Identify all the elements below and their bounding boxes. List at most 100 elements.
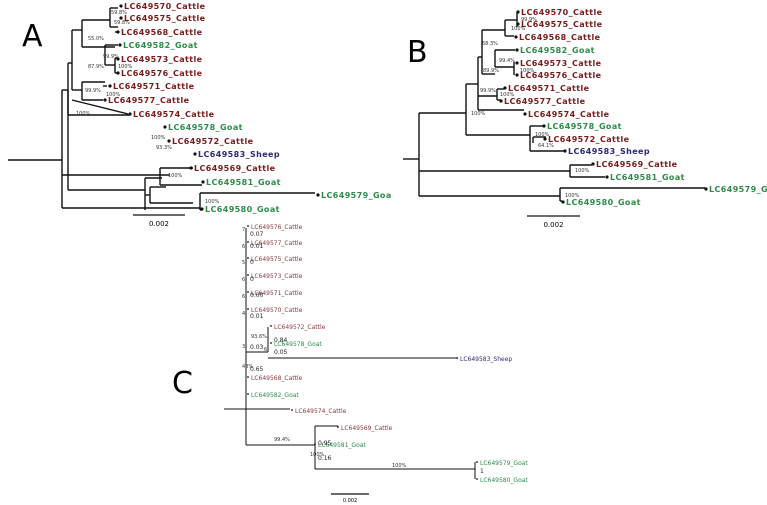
taxon-label: LC649579_Goat [480,460,528,467]
tip-node-icon [456,357,458,359]
tip-node-icon [247,225,249,227]
taxon-label: LC649569_Cattle [341,425,393,432]
taxon-label: LC649576_Cattle [251,224,303,231]
taxon-label: LC649575_Cattle [521,20,603,29]
tip-node-icon [247,308,249,310]
tip-node-icon [128,112,132,116]
bootstrap-value: 100% [205,199,220,205]
bootstrap-value: 100% [310,452,325,458]
tip-node-icon [291,409,293,411]
bootstrap-value: 100% [392,463,407,469]
taxon-label: LC649574_Cattle [528,110,610,119]
bootstrap-value: 89.9% [483,68,499,74]
bootstrap-value: 100% [511,26,526,32]
tip-node-icon [247,393,249,395]
tip-node-icon [591,162,595,166]
taxon-label: LC649572_Cattle [274,324,326,331]
taxon-label: LC649573_Cattle [251,273,303,280]
tree-branch [71,99,129,115]
tip-node-icon [516,22,520,26]
taxon-label: LC649581_Goat [610,173,685,182]
taxon-label: LC649569_Cattle [596,160,678,169]
tip-node-icon [247,257,249,259]
bootstrap-value: 99.9% [480,88,496,94]
tip-node-icon [116,30,120,34]
node-value: 0.00 [250,292,264,299]
taxon-label: LC649582_Goat [251,392,299,399]
tip-node-icon [119,4,123,8]
taxon-label: LC649581_Goat [206,178,281,187]
taxon-label: LC649582_Goat [520,46,595,55]
tip-node-icon [503,86,507,90]
bootstrap-value: 99.4% [274,437,290,443]
bootstrap-value: 48% [242,364,253,370]
bootstrap-value: 6 [242,294,245,300]
bootstrap-value: 3 [242,344,245,350]
bootstrap-value: 68.3% [482,41,498,47]
bootstrap-value: 93.3% [156,145,172,151]
node-value: 0.05 [274,349,288,356]
taxon-label: LC649580_Goat [566,198,641,207]
tip-node-icon [108,84,112,88]
taxon-label: LC649573_Cattle [121,55,203,64]
tip-node-icon [193,152,197,156]
tip-node-icon [247,241,249,243]
tip-node-icon [476,478,478,480]
bootstrap-value: 6 [264,347,267,353]
tip-node-icon [516,10,520,14]
taxon-label: LC649571_Cattle [113,82,195,91]
node-value: 0.95 [318,440,332,447]
scale-bar-label: 0.002 [543,221,563,229]
bootstrap-value: 59.8% [114,20,130,26]
taxon-label: LC649572_Cattle [172,137,254,146]
tip-node-icon [543,137,547,141]
bootstrap-value: 100% [500,92,515,98]
bootstrap-value: 6 [242,244,245,250]
taxon-label: LC649580_Goat [480,477,528,484]
tip-node-icon [523,112,527,116]
tip-node-icon [704,187,708,191]
tip-node-icon [476,461,478,463]
taxon-label: LC649581_Goat [318,442,366,449]
node-value: 0.16 [318,455,332,462]
tip-node-icon [201,180,205,184]
taxon-label: LC649569_Cattle [194,164,276,173]
node-value: 0 [250,259,254,266]
taxon-label: LC649578_Goat [274,341,322,348]
panel-letter-a: A [22,19,43,54]
tip-node-icon [247,274,249,276]
bootstrap-value: 99.4% [499,58,515,64]
bootstrap-value: 100% [151,135,166,141]
tip-node-icon [167,139,171,143]
tip-node-icon [189,166,193,170]
tip-node-icon [542,124,546,128]
tip-node-icon [316,193,320,197]
tip-node-icon [314,443,316,445]
bootstrap-value: 100% [76,111,91,117]
node-value: 0.01 [250,243,264,250]
taxon-label: LC649570_Cattle [521,8,603,17]
taxon-label: LC649574_Cattle [133,110,215,119]
bootstrap-value: 100% [168,173,183,179]
tip-node-icon [270,342,272,344]
tip-node-icon [337,426,339,428]
taxon-label: LC649568_Cattle [121,28,203,37]
bootstrap-value: 6 [242,277,245,283]
taxon-label: LC649571_Cattle [508,84,590,93]
taxon-label: LC649576_Cattle [520,71,602,80]
bootstrap-value: 64.1% [538,143,554,149]
node-value: 0.01 [250,313,264,320]
bootstrap-value: 55.0% [88,36,104,42]
tip-node-icon [605,175,609,179]
tip-node-icon [163,125,167,129]
taxon-label: LC649583_Sheep [568,147,650,156]
tree-panel-a: LC649570_CattleLC649575_CattleLC649568_C… [8,2,391,228]
bootstrap-value: 100% [471,111,486,117]
scale-bar-label: 0.002 [343,498,357,504]
tip-node-icon [561,200,565,204]
bootstrap-value: 100% [575,168,590,174]
bootstrap-value: 100% [118,64,133,70]
bootstrap-value: 99.9% [103,54,119,60]
